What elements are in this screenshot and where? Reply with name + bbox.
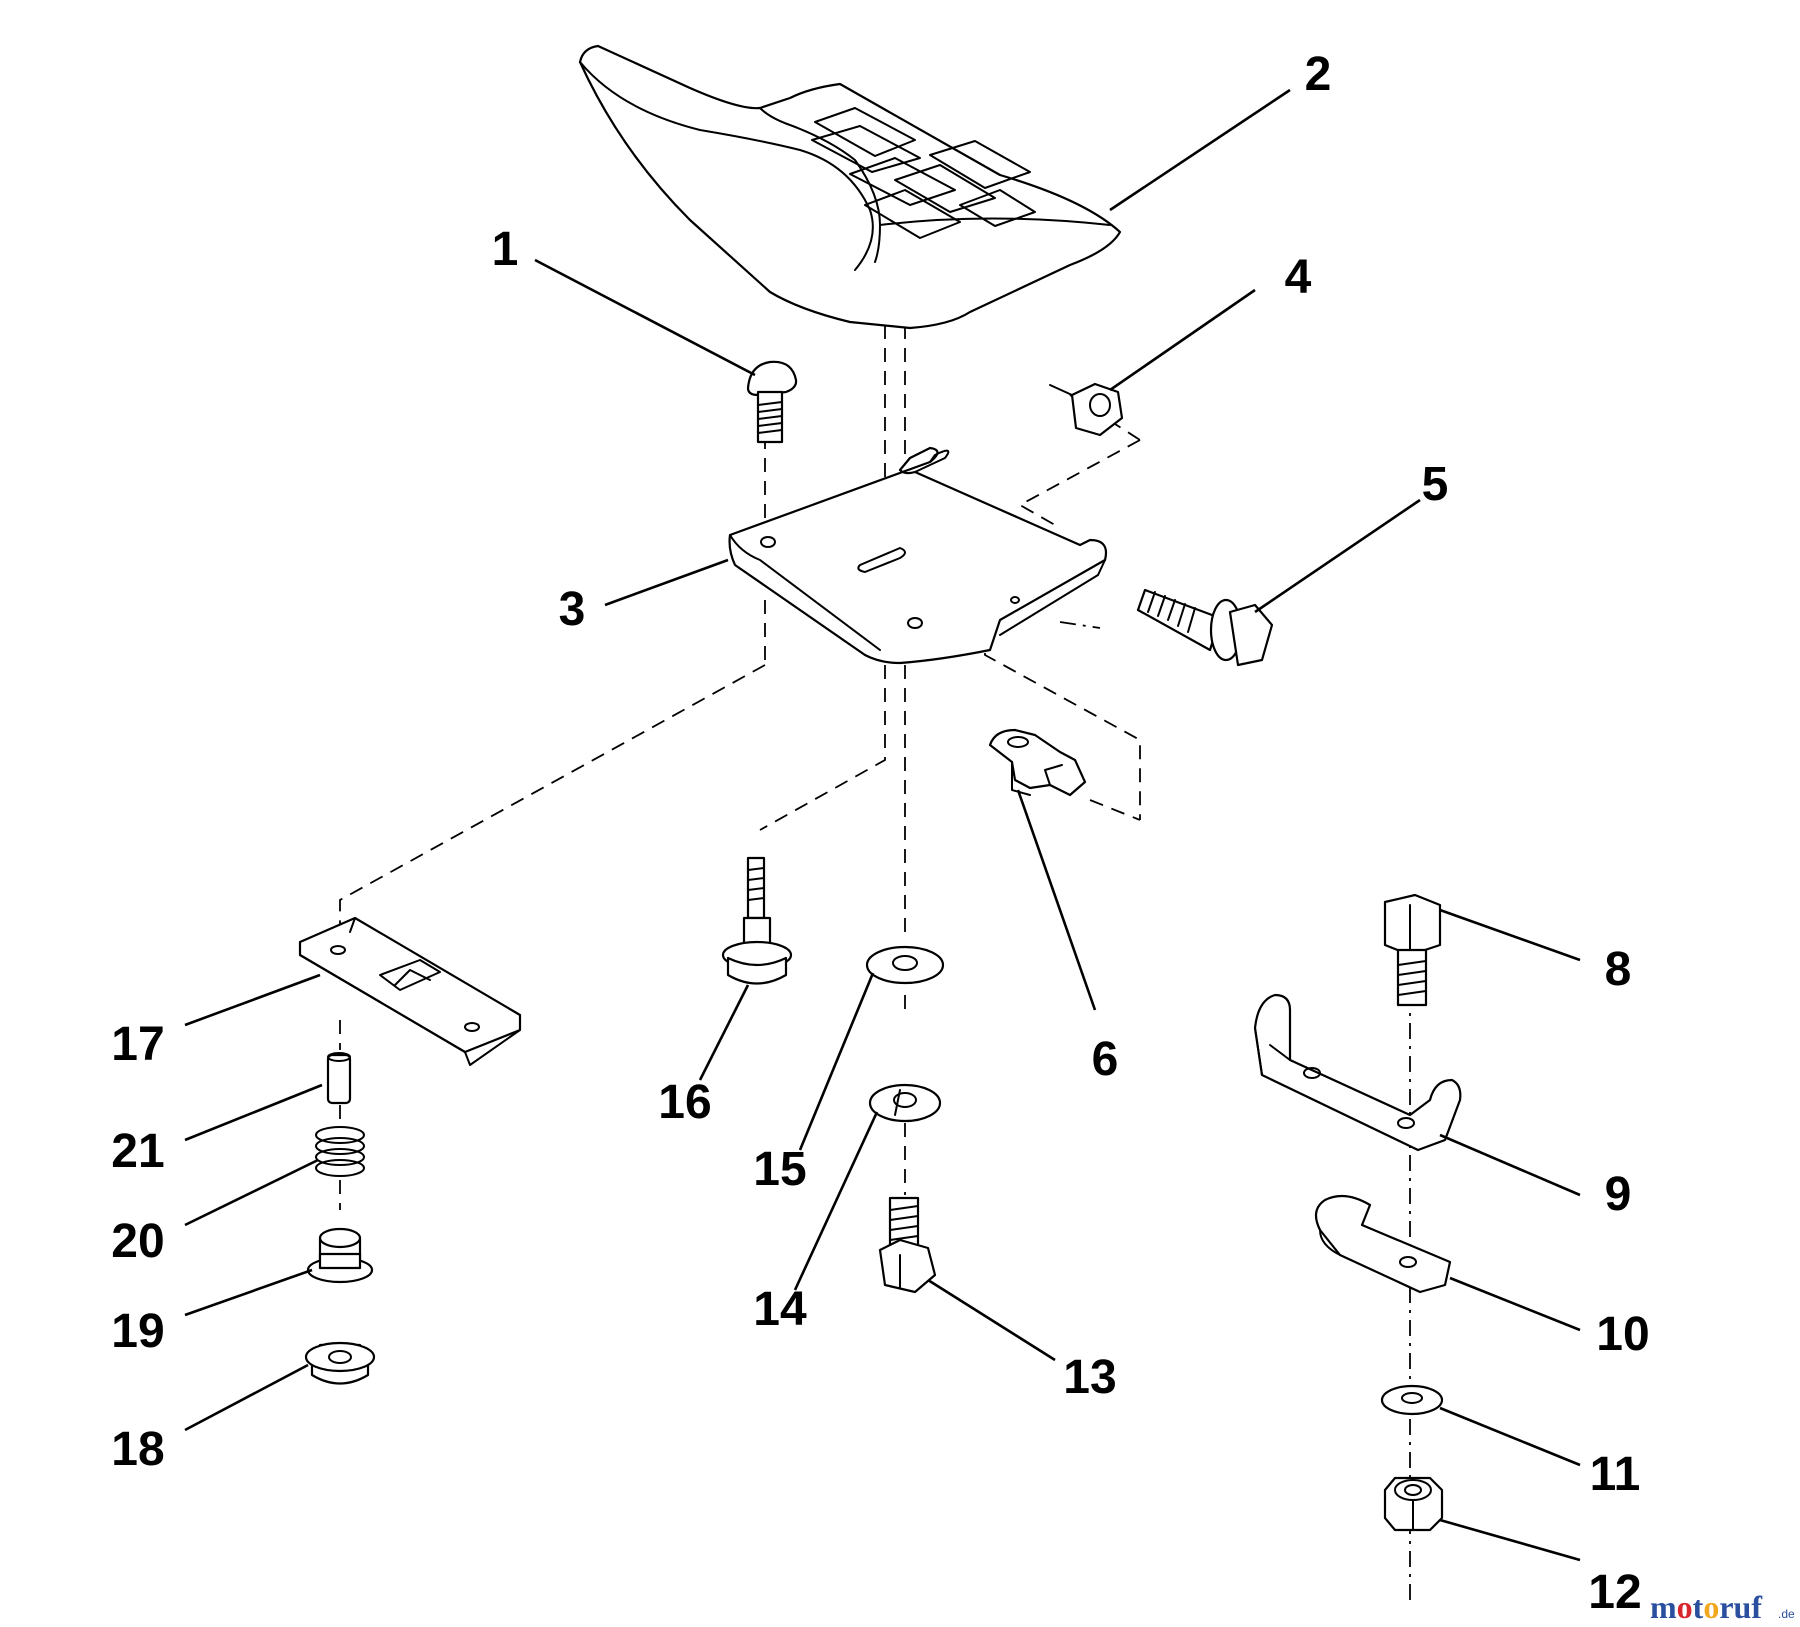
callout-20: 20: [111, 1215, 164, 1268]
seat-part: [578, 44, 1122, 330]
callout-5: 5: [1422, 458, 1449, 511]
callout-numbers: 1 2 3 4 5 6 8 9 10 11 12 13 14 15 16 17 …: [111, 48, 1649, 1619]
callout-12: 12: [1588, 1566, 1641, 1619]
callout-19: 19: [111, 1305, 164, 1358]
seat-pan-part: [728, 446, 1108, 665]
flange-nut-part: [304, 1341, 376, 1385]
callout-21: 21: [111, 1125, 164, 1178]
watermark-logo: motoruf .de: [1650, 1589, 1795, 1625]
clip-plate-part: [1314, 1194, 1452, 1294]
shoulder-bolt-part: [721, 856, 793, 985]
callout-4: 4: [1285, 251, 1312, 304]
lock-washer-part: [868, 1083, 942, 1123]
callout-6: 6: [1092, 1033, 1119, 1086]
switch-clip-part: [988, 728, 1087, 797]
watermark-letter: o: [1677, 1589, 1693, 1625]
watermark-letter: f: [1751, 1589, 1762, 1625]
watermark-letter: r: [1719, 1589, 1733, 1625]
callout-13: 13: [1063, 1351, 1116, 1404]
lock-nut-part: [1383, 1476, 1444, 1532]
flange-bolt-part: [1136, 588, 1274, 667]
callout-15: 15: [753, 1143, 806, 1196]
slide-bracket-part: [298, 916, 522, 1066]
watermark-letter: u: [1734, 1589, 1752, 1625]
watermark-suffix: .de: [1778, 1607, 1795, 1621]
svg-text:motoruf: motoruf: [1650, 1589, 1762, 1625]
callout-18: 18: [111, 1423, 164, 1476]
seat-grip-pads: [811, 107, 1036, 239]
spring-part: [315, 1126, 365, 1177]
leader-lines: [184, 88, 1581, 1562]
callout-2: 2: [1305, 48, 1332, 101]
hex-head-bolt-part: [1383, 893, 1442, 1007]
washer-part: [1380, 1384, 1444, 1416]
callout-11: 11: [1590, 1448, 1641, 1501]
u-bracket-part: [1253, 993, 1462, 1152]
watermark-letter: o: [1703, 1589, 1719, 1625]
hex-bolt-small-part: [878, 1196, 937, 1294]
pin-part: [326, 1052, 352, 1105]
callout-16: 16: [658, 1076, 711, 1129]
callout-17: 17: [111, 1018, 164, 1071]
flange-bushing-part: [306, 1227, 374, 1284]
flat-washer-part: [865, 945, 945, 985]
callout-1: 1: [492, 223, 519, 276]
watermark-letter: m: [1650, 1589, 1677, 1625]
callout-10: 10: [1596, 1308, 1649, 1361]
watermark-letter: t: [1693, 1589, 1704, 1625]
callout-3: 3: [559, 583, 586, 636]
callout-14: 14: [753, 1283, 807, 1336]
callout-9: 9: [1605, 1168, 1632, 1221]
hex-nut-part: [1049, 382, 1124, 437]
carriage-bolt-part: [746, 360, 798, 444]
callout-8: 8: [1605, 943, 1632, 996]
